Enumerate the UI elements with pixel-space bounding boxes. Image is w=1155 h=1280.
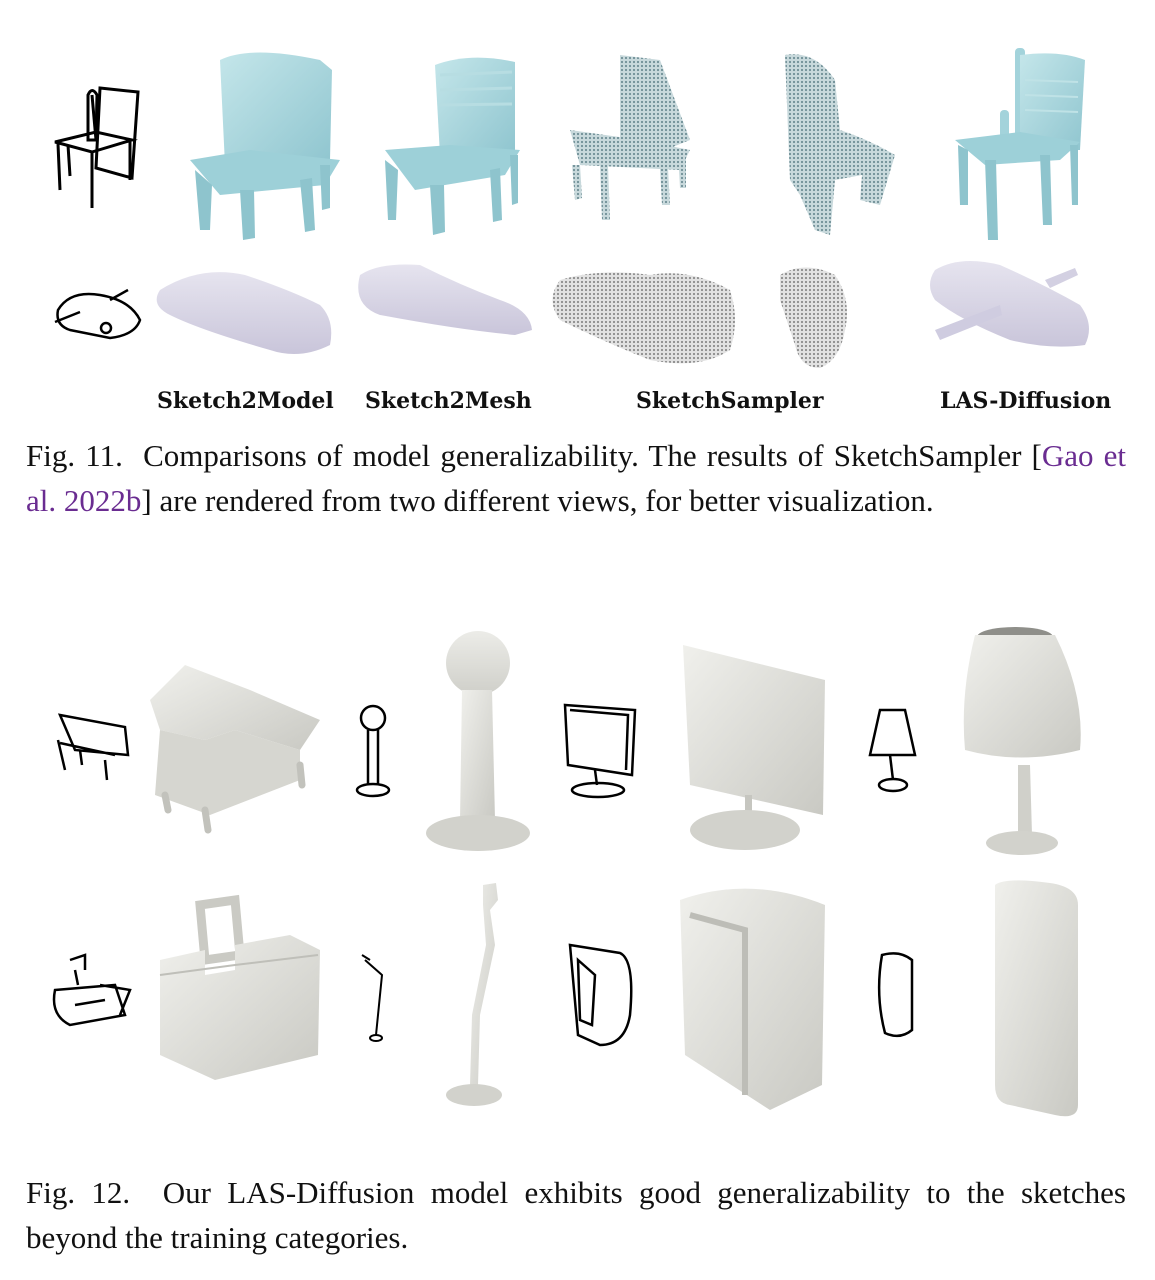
label-las-diffusion: LAS-Diffusion <box>940 388 1112 414</box>
caption-text-2: ] are rendered from two different views,… <box>141 483 934 518</box>
arc-lamp-model <box>446 883 502 1106</box>
chair-sketchsampler <box>570 54 895 236</box>
cabinet-model <box>680 888 825 1110</box>
figure-11-caption: Fig. 11. Comparisons of model generaliza… <box>26 433 1126 523</box>
car-sketch2mesh <box>358 264 532 335</box>
monitor-model <box>683 645 825 850</box>
chair-las-diffusion <box>955 48 1085 240</box>
floor-lamp-model <box>426 631 530 851</box>
sketch-sofa <box>56 713 130 781</box>
panel-model <box>995 880 1078 1117</box>
label-sketch2model: Sketch2Model <box>157 388 334 414</box>
figure-12-image <box>52 627 1081 1117</box>
sketch-chair <box>54 86 140 208</box>
figure-11-image <box>54 48 1089 368</box>
chest-model <box>159 894 320 1080</box>
caption-prefix: Fig. 11. <box>26 438 123 473</box>
chair-sketch2mesh <box>385 57 520 235</box>
car-sketchsampler <box>552 272 735 364</box>
sketch-arc-lamp <box>361 954 384 1042</box>
sofa-model <box>150 665 320 834</box>
chair-sketch2model <box>190 52 340 240</box>
caption-text: Our LAS-Diffusion model exhibits good ge… <box>26 1175 1126 1255</box>
sketch-table-lamp <box>868 708 917 793</box>
sketch-panel <box>877 952 914 1038</box>
car-sketch2model <box>156 272 332 354</box>
citation-link[interactable]: Gao et al. 2022b <box>26 438 1126 518</box>
sketch-car <box>54 288 142 340</box>
sketch-wheelchair <box>52 953 132 1027</box>
figure-12-caption: Fig. 12. Our LAS-Diffusion model exhibit… <box>26 1170 1126 1260</box>
sketch-monitor <box>563 703 637 799</box>
label-sketchsampler: SketchSampler <box>636 388 824 414</box>
label-sketch2mesh: Sketch2Mesh <box>365 388 532 414</box>
car-las-diffusion <box>930 261 1089 347</box>
sketch-cabinet <box>568 943 633 1047</box>
sketch-floor-lamp <box>355 704 391 798</box>
table-lamp-model <box>963 627 1081 855</box>
caption-text-1: Comparisons of model generalizability. T… <box>143 438 1042 473</box>
car-sketchsampler-view2 <box>780 267 848 368</box>
caption-prefix: Fig. 12. <box>26 1175 131 1210</box>
